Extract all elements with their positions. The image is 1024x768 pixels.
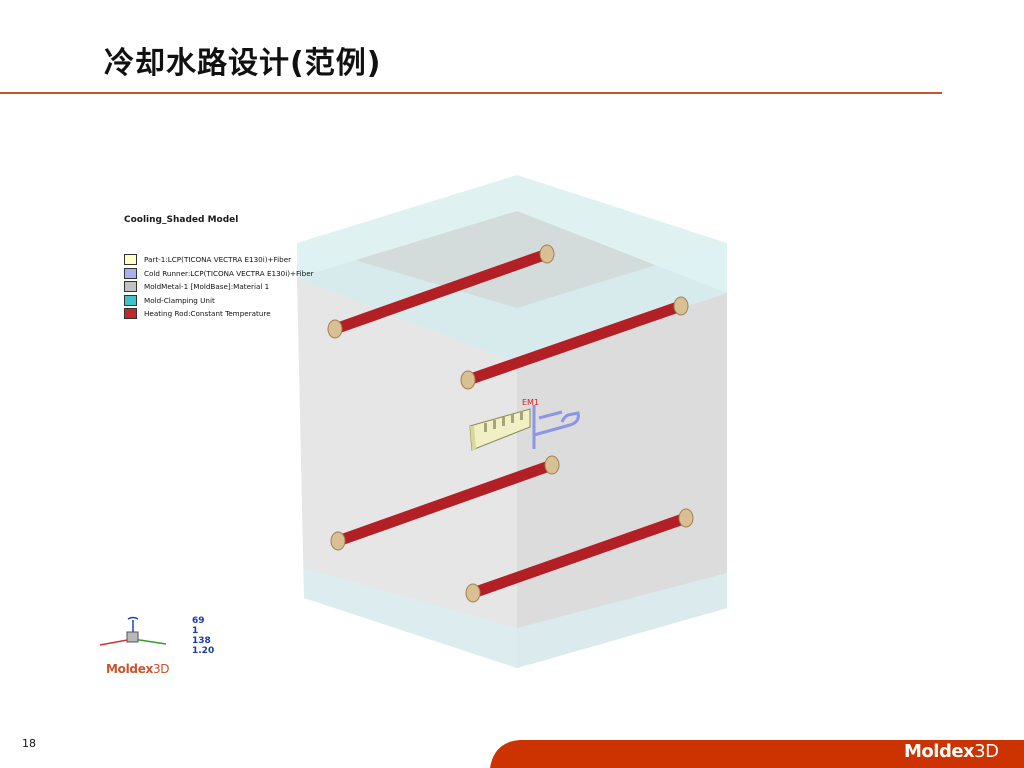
molded-part[interactable] (469, 408, 531, 451)
legend-swatch (124, 281, 137, 293)
footer-brand-logo: Moldex3D (904, 741, 999, 762)
mold-bottom-band-left (304, 568, 517, 668)
material-legend: Part-1:LCP(TICONA VECTRA E130i)+Fiber Co… (124, 253, 314, 321)
heating-rod-3[interactable] (330, 455, 560, 551)
legend-label: Heating Rod:Constant Temperature (144, 309, 271, 319)
view-readout-value: 138 (192, 636, 211, 646)
legend-swatch (124, 308, 137, 320)
cold-runner[interactable] (532, 405, 580, 449)
view-readout: 69 1 138 1.20 (192, 616, 214, 656)
legend-label: Part-1:LCP(TICONA VECTRA E130i)+Fiber (144, 255, 292, 265)
brand-suffix: 3D (152, 662, 170, 673)
mold-scene[interactable]: EM1 (92, 173, 932, 673)
mold-outer-right-skin (517, 243, 727, 363)
brand-suffix: 3D (974, 741, 999, 762)
part-label: EM1 (522, 398, 539, 407)
model-viewport[interactable]: EM1 Cooling_Shaded Model Part-1:LCP(TICO… (92, 173, 932, 673)
legend-swatch (124, 294, 137, 306)
view-readout-value: 69 (192, 616, 205, 626)
legend-item: Part-1:LCP(TICONA VECTRA E130i)+Fiber (124, 253, 314, 267)
viewport-brand-logo: Moldex3D (106, 662, 170, 673)
legend-label: Cold Runner:LCP(TICONA VECTRA E130i)+Fib… (144, 268, 314, 278)
slide-title: 冷却水路设计(范例) (104, 46, 382, 81)
legend-label: Mold-Clamping Unit (144, 295, 215, 305)
legend-item: Heating Rod:Constant Temperature (124, 307, 314, 321)
axis-triad (99, 616, 167, 646)
legend-label: MoldMetal-1 [MoldBase]:Material 1 (144, 282, 270, 292)
legend-item: Cold Runner:LCP(TICONA VECTRA E130i)+Fib… (124, 267, 314, 281)
viewport-title: Cooling_Shaded Model (124, 215, 239, 225)
legend-swatch (124, 267, 137, 279)
mold-bottom-band-right (517, 573, 727, 668)
legend-item: Mold-Clamping Unit (124, 294, 314, 308)
view-readout-value: 1 (192, 626, 199, 636)
heating-rod-4[interactable] (465, 508, 694, 603)
brand-main: Moldex (904, 741, 975, 762)
title-divider (0, 92, 942, 94)
brand-main: Moldex (106, 662, 153, 673)
footer-band (490, 740, 1024, 768)
legend-item: MoldMetal-1 [MoldBase]:Material 1 (124, 280, 314, 294)
legend-swatch (124, 254, 137, 266)
view-readout-value: 1.20 (192, 646, 215, 656)
mold-right-face (517, 293, 727, 668)
heating-rod-2[interactable] (460, 296, 689, 390)
page-number: 18 (22, 737, 36, 750)
heating-rod-1[interactable] (327, 244, 555, 339)
